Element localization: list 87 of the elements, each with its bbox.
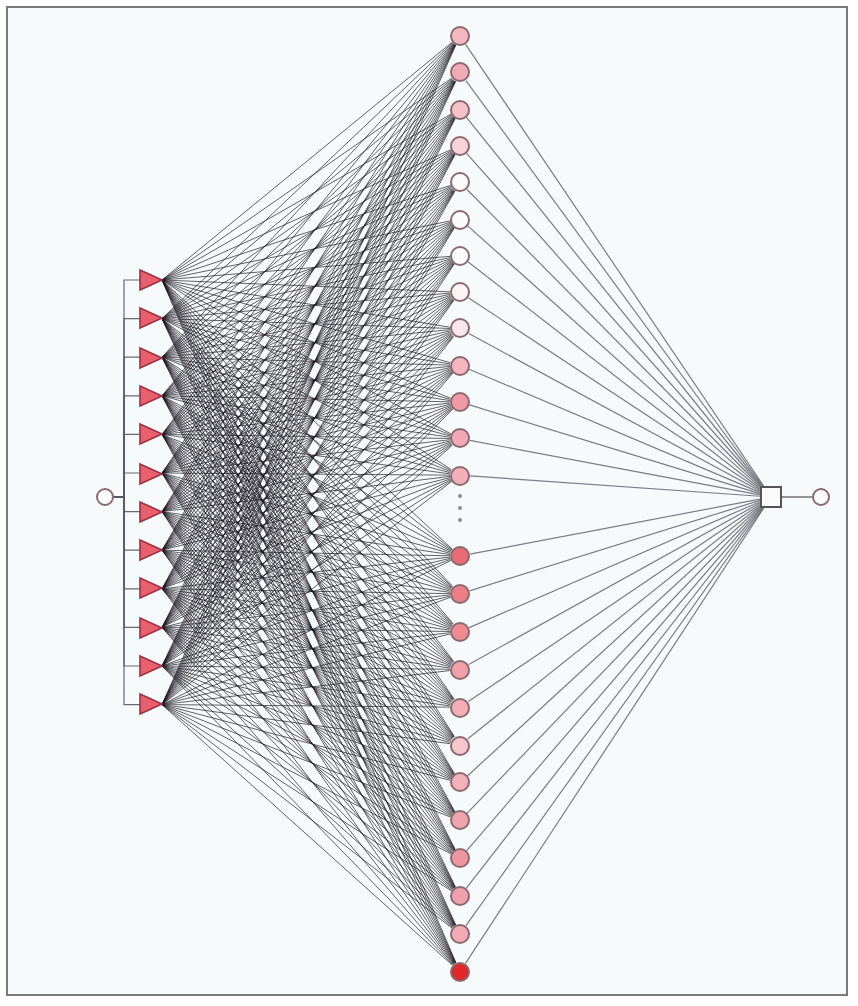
connector-line: [161, 395, 451, 438]
connector-line: [161, 220, 451, 281]
connector-line: [161, 626, 451, 632]
neuron-triangle: [140, 656, 162, 676]
connector-line: [161, 704, 451, 781]
connector-line: [161, 356, 451, 401]
neuron-triangle: [140, 270, 162, 290]
connector-line: [161, 511, 452, 629]
connector-line: [161, 626, 452, 779]
connector-line: [161, 626, 452, 816]
connector-line: [468, 501, 761, 629]
connector-line: [468, 368, 761, 493]
neuron-triangle: [140, 463, 162, 483]
connector-line: [161, 395, 451, 403]
connector-line: [161, 223, 452, 397]
connector-line: [161, 549, 451, 593]
connector-line: [469, 498, 761, 555]
summing-box: [760, 486, 782, 508]
connector-line: [467, 297, 761, 491]
connector-line: [161, 665, 452, 780]
connector-line: [468, 499, 761, 592]
connector-line: [161, 184, 451, 281]
connector-line: [161, 356, 451, 437]
connector-line: [161, 149, 452, 281]
connector-line: [161, 704, 451, 745]
connector-line: [467, 503, 761, 703]
connector-line: [161, 704, 452, 855]
connector-line: [161, 369, 452, 513]
connector-line: [161, 665, 452, 817]
connector-line: [468, 404, 761, 495]
connector-line: [161, 511, 452, 703]
connector-line: [468, 502, 761, 666]
connector-line: [161, 665, 451, 670]
connector-line: [161, 588, 452, 741]
connector-line: [161, 588, 451, 595]
connector-line: [161, 113, 452, 281]
connector-line: [161, 186, 452, 320]
neuron-triangle: [140, 385, 162, 406]
connector-line: [161, 279, 451, 364]
connector-line: [161, 626, 452, 742]
neuron-triangle: [140, 501, 162, 522]
connector-line: [161, 258, 451, 358]
connector-line: [161, 511, 451, 556]
neuron-triangle: [140, 540, 162, 561]
connector-line: [161, 511, 452, 666]
connector-line: [161, 440, 451, 513]
connector-line: [161, 549, 452, 741]
connector-line: [161, 402, 451, 435]
connector-line: [161, 665, 452, 854]
connector-line: [161, 404, 452, 513]
connector-line: [161, 279, 451, 328]
connector-line: [161, 318, 451, 400]
neuron-triangle: [140, 308, 162, 329]
connector-line: [469, 439, 761, 496]
connector-line: [161, 292, 451, 320]
connector-line: [161, 186, 452, 358]
connector-line: [161, 472, 451, 476]
connector-line: [161, 221, 451, 320]
connector-line: [161, 279, 451, 293]
connector-line: [161, 588, 452, 778]
connector-line: [161, 330, 451, 397]
connector-line: [161, 329, 451, 358]
connector-line: [161, 333, 452, 513]
connector-line: [161, 318, 451, 365]
connector-line: [161, 665, 451, 743]
connector-line: [161, 293, 451, 358]
neuron-triangle: [140, 694, 162, 715]
connector-line: [161, 704, 452, 892]
connector-line: [161, 257, 451, 320]
connector-line: [161, 255, 451, 281]
connector-line: [161, 367, 451, 435]
connector-line: [161, 704, 451, 708]
neuron-triangle: [140, 617, 162, 638]
neuron-triangle: [140, 347, 162, 368]
connector-line: [161, 704, 452, 818]
connector-line: [161, 222, 452, 358]
connector-line: [161, 511, 451, 592]
neuron-triangle: [140, 578, 162, 599]
connector-line: [781, 496, 813, 498]
connector-line: [161, 475, 451, 513]
connector-line: [161, 259, 452, 397]
neuron-triangle: [140, 424, 162, 445]
connector-line: [161, 318, 451, 329]
connector-line: [113, 496, 141, 706]
connector-line: [469, 475, 761, 497]
connector-line: [468, 332, 761, 492]
connector-line: [161, 150, 452, 320]
